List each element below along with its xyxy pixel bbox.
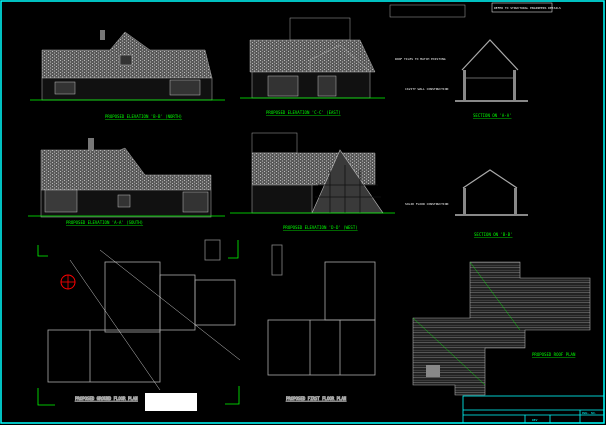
title-block: DWG. NO. REV [462,395,605,424]
ground-floor-plan: PROPOSED GROUND FLOOR PLAN [37,239,241,411]
label-ground-floor-plan: PROPOSED GROUND FLOOR PLAN [75,396,138,401]
roof-plan: PROPOSED ROOF PLAN [412,261,591,396]
roof-note: ROOF TILES TO MATCH EXISTING [395,57,446,61]
label-section-b: SECTION ON 'B-B' [474,232,513,237]
label-section-a: SECTION ON 'A-A' [473,113,512,118]
label-elevation-west: PROPOSED ELEVATION 'D-D' (WEST) [283,225,358,230]
label-elevation-north: PROPOSED ELEVATION 'B-B' (NORTH) [105,114,182,119]
rev-label: REV [532,418,538,422]
label-first-floor-plan: PROPOSED FIRST FLOOR PLAN [286,396,347,401]
elevation-west: PROPOSED ELEVATION 'D-D' (WEST) [230,132,395,230]
header-note: REFER TO STRUCTURAL ENGINEERS DETAILS [494,6,561,10]
label-elevation-east: PROPOSED ELEVATION 'C-C' (EAST) [266,110,341,115]
section-b-b: SOLID FLOOR CONSTRUCTION SECTION ON 'B-B… [405,169,528,237]
dwg-no-label: DWG. NO. [582,411,597,415]
elevation-south: PROPOSED ELEVATION 'A-A' (SOUTH) [28,138,225,225]
section-a-a: REFER TO STRUCTURAL ENGINEERS DETAILS RO… [389,2,561,118]
label-roof-plan: PROPOSED ROOF PLAN [532,352,576,357]
wall-note: CAVITY WALL CONSTRUCTION [405,87,449,91]
label-elevation-south: PROPOSED ELEVATION 'A-A' (SOUTH) [66,220,143,225]
elevation-east: PROPOSED ELEVATION 'C-C' (EAST) [240,17,385,115]
first-floor-plan: PROPOSED FIRST FLOOR PLAN [267,244,376,401]
elevation-north: PROPOSED ELEVATION 'B-B' (NORTH) [30,30,225,119]
floor-note: SOLID FLOOR CONSTRUCTION [405,202,449,206]
